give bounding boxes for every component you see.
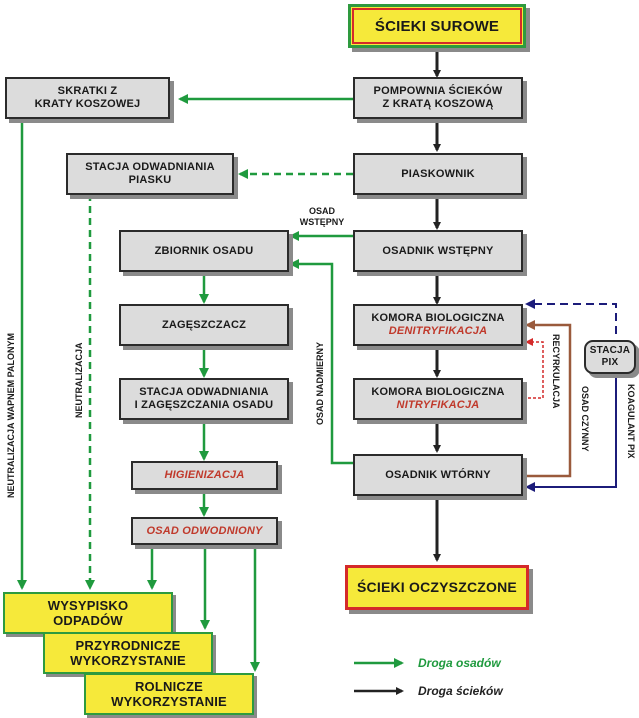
bio-chamber-2-title: KOMORA BIOLOGICZNA xyxy=(371,386,505,398)
pump-station-box: POMPOWNIA ŚCIEKÓW Z KRATĄ KOSZOWĄ xyxy=(353,77,523,119)
hygienization-box: HIGIENIZACJA xyxy=(131,461,278,490)
screenings-box: SKRATKI Z KRATY KOSZOWEJ xyxy=(5,77,170,119)
sand-dewatering-box: STACJA ODWADNIANIA PIASKU xyxy=(66,153,234,195)
landfill-box: WYSYPISKO ODPADÓW xyxy=(3,592,173,634)
bio-chamber-1-title: KOMORA BIOLOGICZNA xyxy=(371,312,505,324)
grit-chamber-box: PIASKOWNIK xyxy=(353,153,523,195)
legend-sewage-text: Droga ścieków xyxy=(418,684,503,698)
dewatering-station-box: STACJA ODWADNIANIA I ZAGĘSZCZANIA OSADU xyxy=(119,378,289,420)
sludge-path xyxy=(17,94,353,672)
dewatered-sludge-box: OSAD ODWODNIONY xyxy=(131,517,278,545)
activated-sludge-label: OSAD CZYNNY xyxy=(580,386,590,452)
excess-sludge-label: OSAD NADMIERNY xyxy=(315,341,325,425)
activated-sludge-path xyxy=(523,320,572,478)
neutralization-label: NEUTRALIZACJA xyxy=(74,342,84,419)
pix-station-box: STACJA PIX xyxy=(584,340,636,374)
denitrification-label: DENITRYFIKACJA xyxy=(388,325,488,337)
legend-sludge-text: Droga osadów xyxy=(418,656,501,670)
natural-use-box: PRZYRODNICZE WYKORZYSTANIE xyxy=(43,632,213,674)
thickener-box: ZAGĘSZCZACZ xyxy=(119,304,289,346)
nitrification-label: NITRYFIKACJA xyxy=(396,399,480,411)
bio-chamber-nitrification-box: KOMORA BIOLOGICZNA NITRYFIKACJA xyxy=(353,378,523,420)
recirculation-path xyxy=(523,338,544,399)
hygienization-label: HIGIENIZACJA xyxy=(164,469,245,481)
dewatered-sludge-label: OSAD ODWODNIONY xyxy=(146,524,263,537)
treated-sewage-box: ŚCIEKI OCZYSZCZONE xyxy=(345,565,529,610)
coagulant-label: KOAGULANT PIX xyxy=(626,384,636,459)
lime-neutralization-label: NEUTRALIZACJA WAPNEM PALONYM xyxy=(6,333,16,498)
pix-path xyxy=(525,299,617,492)
sludge-tank-box: ZBIORNIK OSADU xyxy=(119,230,289,272)
recirculation-label: RECYRKULACJA xyxy=(551,334,561,409)
bio-chamber-denitrification-box: KOMORA BIOLOGICZNA DENITRYFIKACJA xyxy=(353,304,523,346)
secondary-settler-box: OSADNIK WTÓRNY xyxy=(353,454,523,496)
primary-settler-box: OSADNIK WSTĘPNY xyxy=(353,230,523,272)
primary-sludge-label: OSAD WSTĘPNY xyxy=(299,206,345,227)
arrow-secondary-to-sludge-tank xyxy=(289,259,353,465)
agricultural-use-box: ROLNICZE WYKORZYSTANIE xyxy=(84,673,254,715)
raw-sewage-box: ŚCIEKI SUROWE xyxy=(348,4,526,48)
